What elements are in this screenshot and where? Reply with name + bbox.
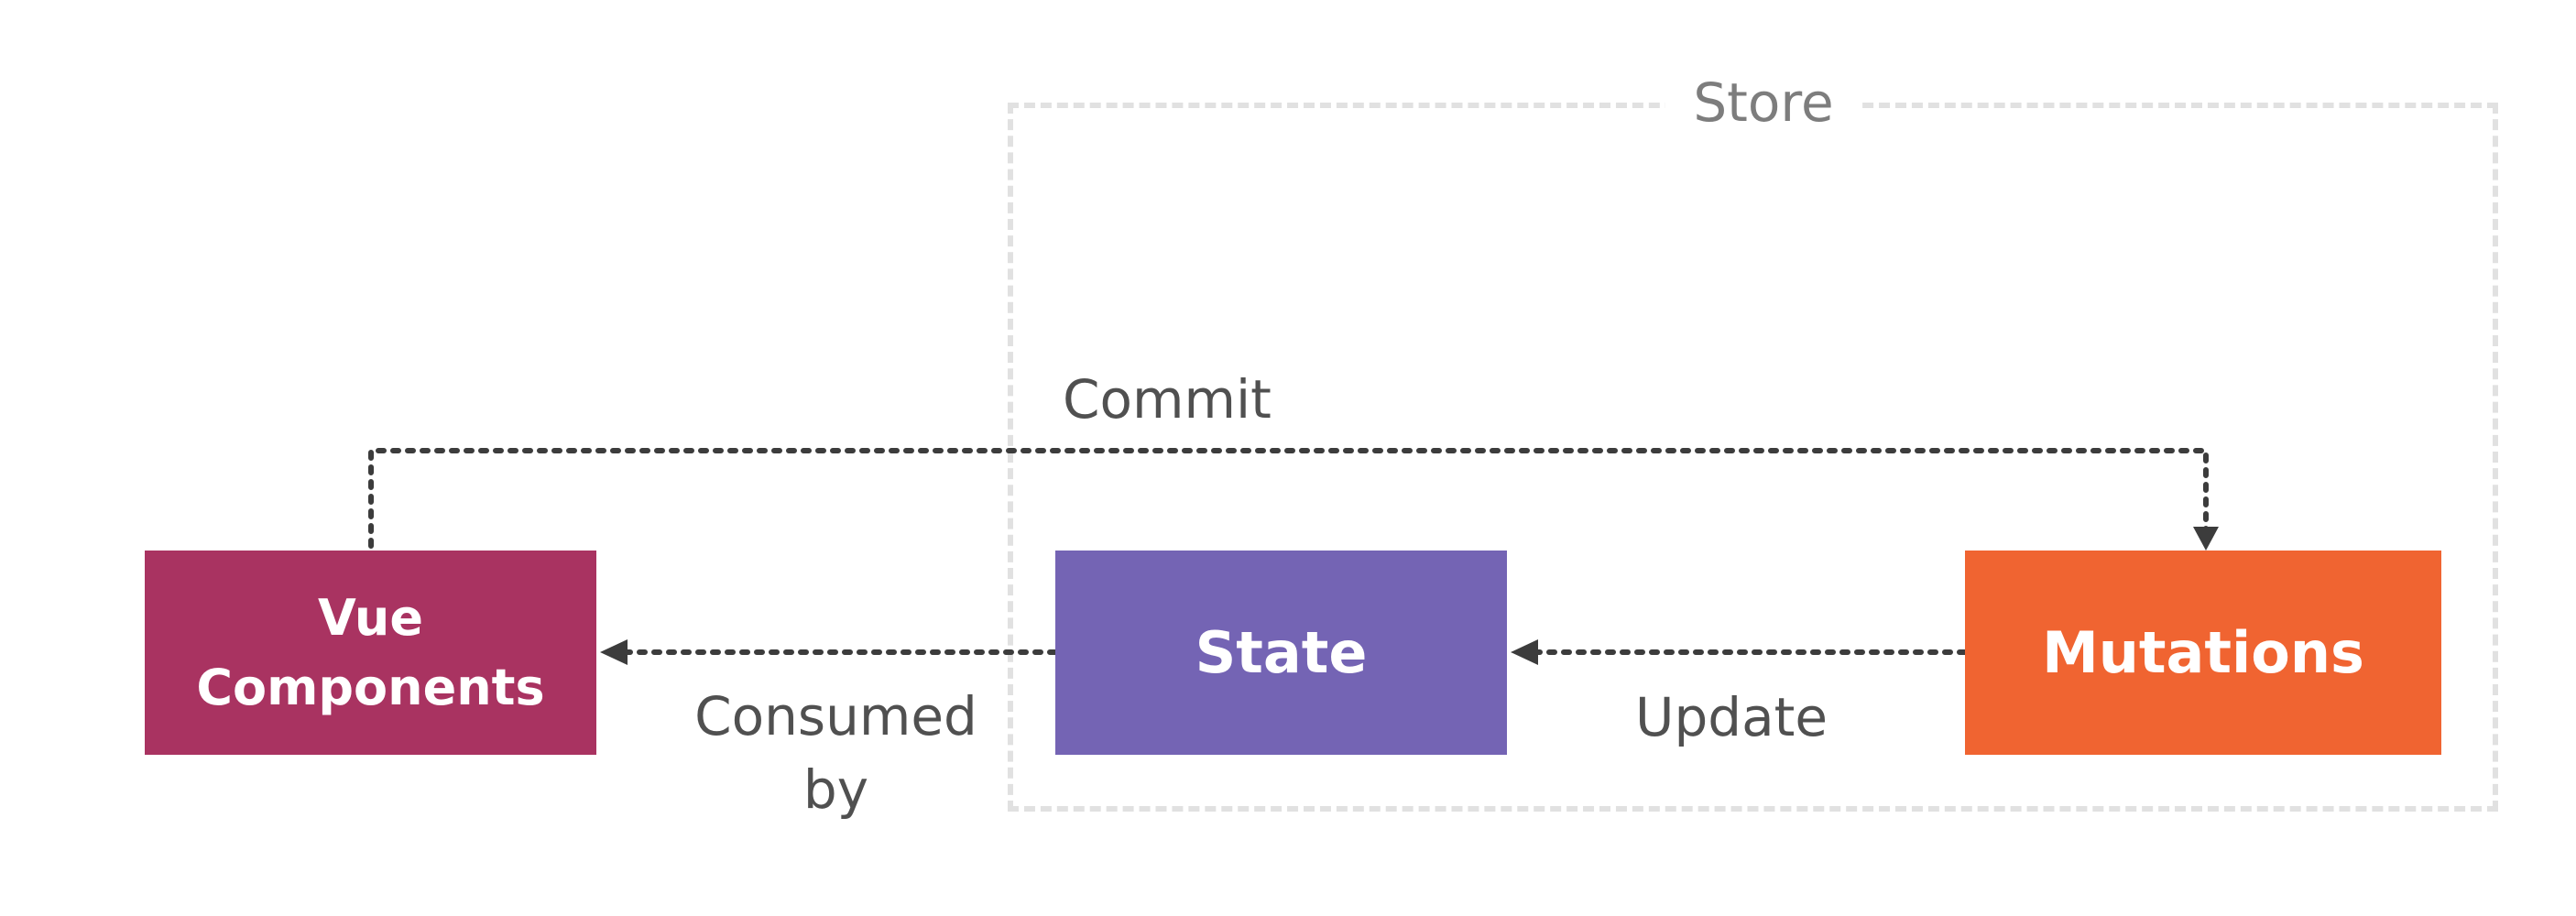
vue-components-label: Vue Components	[196, 583, 544, 723]
store-label-background	[1665, 41, 1860, 157]
vue-components-label-line-1: Vue	[318, 588, 423, 647]
consumed-by-label: Consumed by	[669, 680, 1003, 826]
commit-arrow	[368, 448, 2209, 549]
state-node: State	[1055, 551, 1507, 755]
commit-arrowhead-icon	[2193, 527, 2219, 551]
consumed-by-arrowhead-icon	[600, 639, 628, 665]
state-label: State	[1195, 619, 1368, 686]
update-arrowhead-icon	[1511, 639, 1538, 665]
update-label: Update	[1635, 686, 1828, 748]
commit-label: Commit	[1063, 368, 1272, 431]
vue-components-label-line-2: Components	[196, 658, 545, 716]
vue-components-node: Vue Components	[145, 551, 596, 755]
mutations-label: Mutations	[2042, 619, 2364, 686]
store-label: Store	[1693, 71, 1834, 134]
mutations-node: Mutations	[1965, 551, 2441, 755]
consumed-by-label-line-2: by	[802, 758, 869, 821]
consumed-by-label-line-1: Consumed	[694, 685, 977, 747]
